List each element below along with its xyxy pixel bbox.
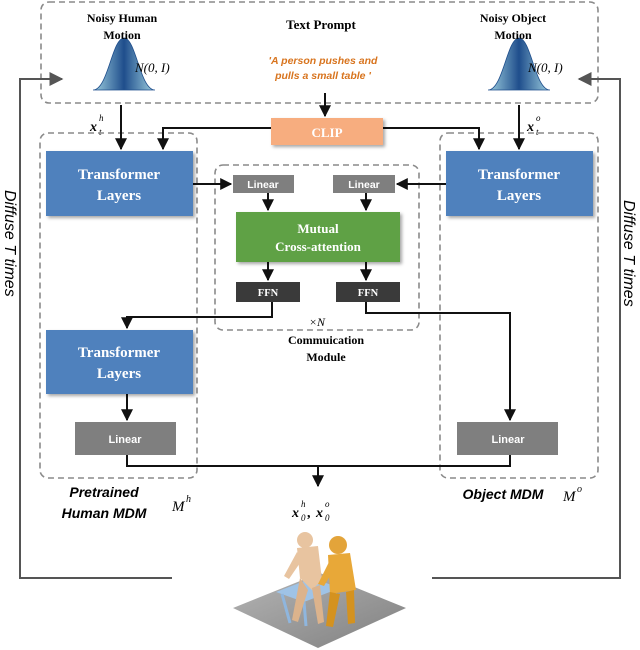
label-line1: Transformer xyxy=(78,345,161,361)
label-line2: Layers xyxy=(97,366,141,382)
label: Linear xyxy=(247,179,279,191)
svg-text:,: , xyxy=(307,506,311,521)
label: Linear xyxy=(348,179,380,191)
svg-text:x: x xyxy=(291,506,299,521)
svg-text:t: t xyxy=(536,127,539,137)
object-mdm-symbol: M o xyxy=(562,484,582,505)
svg-text:o: o xyxy=(325,499,330,509)
diffuse-loops xyxy=(19,72,621,579)
svg-text:t: t xyxy=(99,127,102,137)
svg-text:0: 0 xyxy=(301,513,306,523)
comm-linear-right: Linear xyxy=(333,175,395,193)
noisy-human-title-line1: Noisy Human xyxy=(87,11,158,25)
svg-text:o: o xyxy=(536,113,541,123)
label: Linear xyxy=(108,434,142,446)
svg-text:o: o xyxy=(577,484,582,495)
svg-text:x: x xyxy=(526,120,534,135)
text-prompt-title: Text Prompt xyxy=(286,17,356,32)
clip-block: CLIP xyxy=(271,118,383,145)
human-figure-pale xyxy=(284,532,324,624)
object-linear: Linear xyxy=(457,422,558,455)
prompt-text-line2: pulls a small table ' xyxy=(274,70,371,82)
svg-text:x: x xyxy=(315,506,323,521)
comm-linear-left: Linear xyxy=(233,175,294,193)
pretrained-label-line2: Human MDM xyxy=(62,505,147,521)
output-label: x h 0 , x o 0 xyxy=(291,499,330,523)
object-transformer-1: Transformer Layers xyxy=(446,151,593,216)
xh-label: x h t xyxy=(89,113,104,137)
label-line1: Mutual xyxy=(297,221,339,236)
comm-module-title-line2: Module xyxy=(306,350,346,364)
label-line2: Cross-attention xyxy=(275,239,361,254)
input-region xyxy=(40,1,599,104)
svg-text:M: M xyxy=(562,489,577,505)
pretrained-label-line1: Pretrained xyxy=(69,484,139,500)
diffuse-label-right: Diffuse T times xyxy=(620,200,637,307)
xo-label: x o t xyxy=(526,113,541,137)
svg-text:x: x xyxy=(89,120,97,135)
label-line2: Layers xyxy=(97,188,141,204)
svg-text:h: h xyxy=(99,113,104,123)
diffuse-label-left: Diffuse T times xyxy=(1,190,18,297)
label: FFN xyxy=(258,288,279,299)
noisy-human-title-line2: Motion xyxy=(103,28,141,42)
object-gaussian-curve xyxy=(487,37,551,91)
human-transformer-2: Transformer Layers xyxy=(46,330,193,394)
label-line1: Transformer xyxy=(478,167,561,183)
comm-module-title-line1: Commuication xyxy=(288,333,364,347)
noisy-object-title-line2: Motion xyxy=(494,28,532,42)
label-line2: Layers xyxy=(497,188,541,204)
human-mdm-symbol: M h xyxy=(171,494,191,515)
ffn-left: FFN xyxy=(236,282,300,302)
label: Linear xyxy=(491,434,525,446)
prompt-text-line1: 'A person pushes and xyxy=(269,55,378,67)
clip-label: CLIP xyxy=(311,125,342,140)
ffn-right: FFN xyxy=(336,282,400,302)
human-figure-orange xyxy=(318,536,356,627)
svg-text:h: h xyxy=(301,499,306,509)
label: FFN xyxy=(358,288,379,299)
mutual-cross-attention-block: Mutual Cross-attention xyxy=(236,212,400,262)
svg-text:0: 0 xyxy=(325,513,330,523)
noisy-object-title-line1: Noisy Object xyxy=(480,11,546,25)
human-gaussian-label: N(0, I) xyxy=(134,60,170,75)
object-gaussian-label: N(0, I) xyxy=(527,60,563,75)
connectors xyxy=(115,93,525,488)
object-mdm-label: Object MDM xyxy=(463,486,544,502)
output-motion-render xyxy=(233,532,406,648)
human-linear: Linear xyxy=(75,422,176,455)
svg-text:h: h xyxy=(186,494,191,505)
label-line1: Transformer xyxy=(78,167,161,183)
human-gaussian-curve xyxy=(92,37,156,91)
repeat-n-label: ×N xyxy=(309,315,326,329)
communication-module-region xyxy=(214,164,420,331)
svg-text:M: M xyxy=(171,499,186,515)
human-transformer-1: Transformer Layers xyxy=(46,151,193,216)
human-mdm-region xyxy=(39,132,198,479)
